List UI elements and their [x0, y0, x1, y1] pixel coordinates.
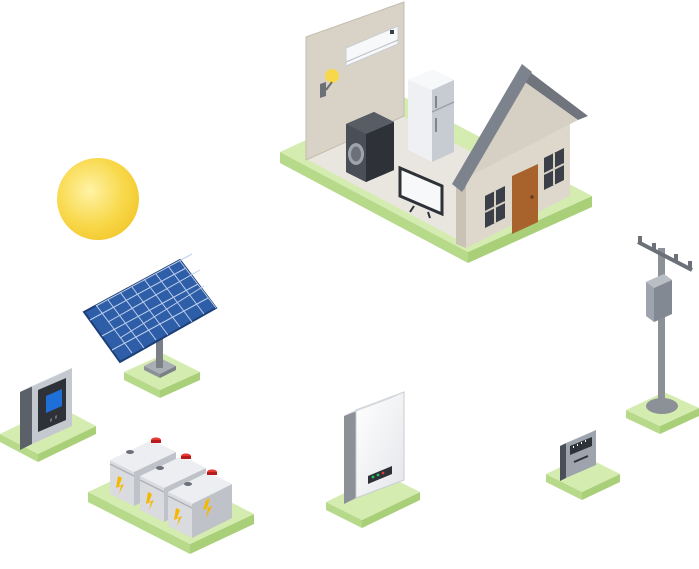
air-conditioner-icon	[345, 25, 399, 67]
roof	[452, 64, 588, 192]
charge-controller-icon	[0, 368, 96, 462]
meter-ground-tile	[546, 456, 620, 500]
house-icon	[280, 1, 592, 263]
inverter-icon	[326, 391, 420, 528]
sun-icon	[57, 158, 139, 240]
tv-icon	[398, 165, 444, 219]
meter-icon	[546, 430, 620, 500]
utility-pole-icon	[626, 236, 699, 434]
house-window	[484, 186, 506, 228]
refrigerator-icon	[408, 70, 455, 162]
solar-panel-icon	[82, 253, 218, 398]
washing-machine-icon	[346, 112, 394, 182]
battery-bank	[88, 437, 254, 554]
battery-icon	[167, 469, 232, 538]
inverter-ground-tile	[326, 474, 420, 528]
house-window	[543, 148, 565, 190]
front-door	[512, 164, 538, 234]
lamp-icon	[320, 69, 339, 98]
